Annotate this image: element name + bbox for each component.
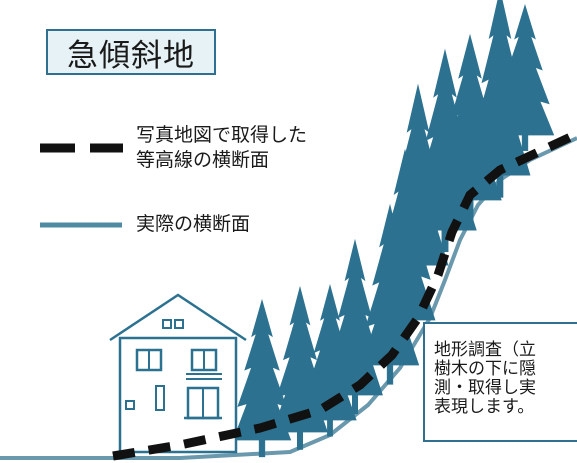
callout-line4: 表現します。 bbox=[434, 397, 535, 417]
callout-line1: 地形調査（立 bbox=[434, 340, 536, 360]
house bbox=[109, 293, 247, 454]
legend-dashed-label-line2: 等高線の横断面 bbox=[136, 149, 270, 171]
callout-line2: 樹木の下に隠 bbox=[434, 359, 536, 379]
callout-box: 地形調査（立 樹木の下に隠 測・取得し実 表現します。 bbox=[423, 322, 577, 442]
legend-solid-label: 実際の横断面 bbox=[136, 213, 251, 235]
legend-dashed-label-line1: 写真地図で取得した bbox=[136, 124, 308, 146]
callout-line3: 測・取得し実 bbox=[434, 378, 536, 398]
contour-terrain-line bbox=[112, 129, 577, 461]
legend-dashed-label: 写真地図で取得した 等高線の横断面 bbox=[136, 123, 307, 173]
page-title: 急傾斜地 bbox=[46, 29, 216, 75]
